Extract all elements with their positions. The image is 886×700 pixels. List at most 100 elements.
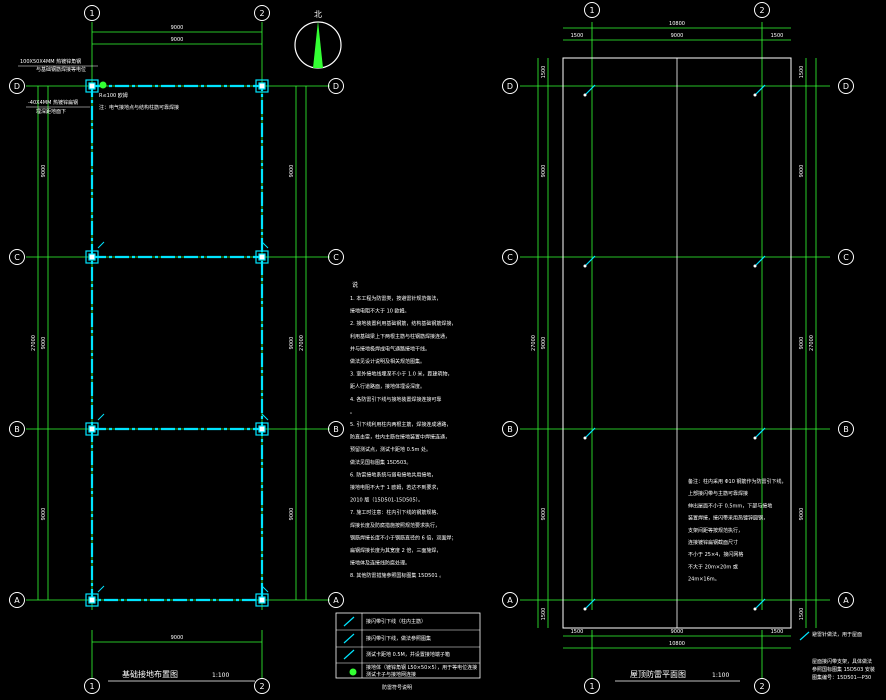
- right-dim-bottom-total: 10800: [669, 641, 685, 647]
- notes-line-13: 预留测试点，测试卡距地 0.5m 处。: [350, 446, 431, 453]
- notes-line-1: 1. 本工程为防雷类，按避雷针规范做法，: [350, 295, 441, 302]
- roof-legend-line-3: 图集编号：15D501—P30: [812, 674, 871, 681]
- right-dim-bottom-mid: 9000: [671, 629, 684, 635]
- right-dim-bay-r1: 9000: [799, 165, 805, 178]
- notes-line-3: 2. 接地装置利用基础钢筋，结构基础钢筋焊接，: [350, 320, 456, 327]
- roof-note-line-9: 24m×16m。: [688, 577, 720, 583]
- right-dim-edge-top: 1500: [541, 66, 547, 79]
- right-dim-edge-top-r: 1500: [799, 66, 805, 79]
- ground-symbols: [97, 241, 269, 593]
- left-dim-total-side: 27000: [31, 335, 37, 351]
- design-notes: 说 1. 本工程为防雷类，按避雷针规范做法， 接地电阻不大于 10 欧姆。2. …: [350, 281, 456, 579]
- left-dim-total-side-right: 27000: [299, 335, 305, 351]
- right-plan: 10800 9000 1500 1500 10800 9000 1500 150…: [520, 21, 875, 682]
- r-axis-label-A-right: A: [843, 596, 849, 605]
- roof-legend-label: 避雷针做法，用于屋面: [812, 631, 862, 638]
- north-label: 北: [314, 10, 322, 19]
- roof-legend-line-1: 屋面接闪带支架，具体做法: [812, 658, 872, 665]
- ground-ring: [90, 84, 264, 602]
- roof-note: 备注：柱内采用 Φ10 钢筋作为防雷引下线，上部接闪带与主筋可靠焊接伸出屋面不小…: [688, 478, 786, 583]
- roof-note-line-4: 装置焊接，接闪带采用热镀锌圆钢，: [688, 515, 768, 522]
- r-axis-label-2-top: 2: [759, 6, 764, 15]
- r-axis-label-1-bottom: 1: [589, 682, 594, 691]
- notes-line-23: 8. 其他防雷措施参照国标图集 15D501 。: [350, 572, 444, 579]
- left-plan: 9000 9000 9000 27000 9000 9000 9000 9000…: [18, 22, 330, 682]
- notes-line-4: 利用基础梁上下两根主筋与柱钢筋焊接连通，: [350, 333, 450, 340]
- r-axis-label-C-right: C: [843, 253, 849, 262]
- right-dim-top-total: 10800: [669, 21, 685, 27]
- legend-item-4: 接地体（镀锌角钢 L50×50×5），用于等电位连接: [366, 664, 477, 671]
- label-ground-bar-2: 与基础钢筋焊接等电位: [36, 66, 86, 73]
- axis-label-2-top: 2: [259, 9, 264, 18]
- right-dim-bay-1: 9000: [541, 165, 547, 178]
- roof-legend-line-2: 参照国标图集 15D503 安装: [812, 666, 875, 673]
- notes-line-16: 接地电阻不大于 1 欧姆，若达不到要求，: [350, 484, 441, 491]
- axis-label-B-left: B: [14, 425, 20, 434]
- legend-item-5: 测试卡子与接地网连接: [366, 671, 416, 678]
- axis-bubbles-right: [502, 2, 854, 694]
- label-flat-bar: -40X4MM 热镀锌扁钢: [28, 99, 78, 106]
- roof-note-line-8: 不大于 20m×20m 或: [688, 563, 738, 570]
- label-flat-bar-2: 埋深距地面下: [36, 108, 66, 115]
- roof-note-line-1: 备注：柱内采用 Φ10 钢筋作为防雷引下线，: [688, 478, 786, 485]
- left-dim-bottom: 9000: [171, 635, 184, 641]
- roof-note-line-5: 支架间距等按规范执行，: [688, 527, 743, 534]
- axis-label-D-left: D: [14, 82, 20, 91]
- axis-label-C-left: C: [14, 253, 20, 262]
- column-footings: [85, 79, 269, 607]
- notes-line-12: 防直击雷，柱内主筋在接地装置中焊接连通，: [350, 434, 450, 441]
- label-test-note: 注：电气接地点与结构柱筋可靠焊接: [99, 104, 179, 111]
- notes-line-22: 接地体及连接线防腐处理。: [350, 560, 410, 567]
- axis-label-1-top: 1: [89, 9, 94, 18]
- right-plan-scale: 1:100: [712, 672, 729, 679]
- r-axis-label-2-bottom: 2: [759, 682, 764, 691]
- left-dim-top-total: 9000: [171, 25, 184, 31]
- notes-line-18: 7. 施工时注意：柱内引下线的钢筋规格、: [350, 509, 441, 516]
- notes-line-15: 6. 防雷接地系统与弱电接地共用接地，: [350, 471, 436, 478]
- notes-line-21: 扁钢焊接长度为其宽度 2 倍，三面施焊，: [350, 547, 441, 554]
- axis-label-1-bottom: 1: [89, 682, 94, 691]
- north-arrow: 北: [294, 10, 342, 69]
- roof-note-line-2: 上部接闪带与主筋可靠焊接: [688, 490, 748, 497]
- right-dim-bottom-edge-left: 1500: [571, 629, 584, 635]
- notes-line-11: 5. 引下线利用柱内两根主筋，焊接连成通路，: [350, 421, 451, 428]
- notes-lines: 1. 本工程为防雷类，按避雷针规范做法， 接地电阻不大于 10 欧姆。2. 接地…: [350, 295, 456, 579]
- right-dim-edge-bottom-r: 1500: [799, 608, 805, 621]
- right-dim-total-side-r: 27000: [809, 335, 815, 351]
- notes-line-8: 距人行道路面，接地体埋设深度。: [350, 383, 425, 390]
- notes-line-20: 钢筋焊接长度不小于钢筋直径的 6 倍，双面焊；: [350, 534, 456, 541]
- right-dim-bay-3: 9000: [541, 508, 547, 521]
- axis-bubbles-left: [9, 5, 344, 694]
- notes-line-5: 并与接地极焊成电气通路接地干线。: [350, 345, 430, 352]
- notes-line-6: 做法见设计说明及相关规范图集。: [350, 358, 425, 365]
- label-ground-bar: 100X50X4MM 热镀锌角钢: [20, 58, 81, 65]
- right-dim-top-edge-right: 1500: [771, 33, 784, 39]
- axis-label-A-right: A: [333, 596, 339, 605]
- right-dim-bottom-edge-right: 1500: [771, 629, 784, 635]
- axis-label-C-right: C: [333, 253, 339, 262]
- left-dim-bay-right-1: 9000: [289, 165, 295, 178]
- label-resistance: R≤100 欧姆: [99, 92, 128, 99]
- r-axis-label-B-right: B: [843, 425, 849, 434]
- r-axis-label-A-left: A: [507, 596, 513, 605]
- right-plan-title: 屋顶防雷平面图: [630, 669, 686, 679]
- r-axis-label-D-left: D: [507, 82, 513, 91]
- legend-title: 防雷符号说明: [382, 684, 412, 691]
- notes-line-14: 做法见国标图集 15D503。: [350, 459, 411, 466]
- notes-line-10: 。: [350, 409, 355, 415]
- r-axis-label-D-right: D: [843, 82, 849, 91]
- roof-note-line-7: 不小于 25×4，接闪网格: [688, 551, 743, 558]
- roof-note-line-6: 连接镀锌扁钢截面尺寸: [688, 539, 738, 546]
- right-dim-total-side: 27000: [531, 335, 537, 351]
- axis-label-B-right: B: [333, 425, 339, 434]
- left-dim-bay-right-2: 9000: [289, 337, 295, 350]
- axis-label-A-left: A: [14, 596, 20, 605]
- legend-item-3: 测试卡距地 0.5M，并设置接地端子箱: [366, 651, 450, 658]
- left-dim-top-inner: 9000: [171, 37, 184, 43]
- right-dim-top-edge-left: 1500: [571, 33, 584, 39]
- legend-item-1: 接闪带引下线（柱内主筋）: [366, 618, 426, 625]
- r-axis-label-1-top: 1: [589, 6, 594, 15]
- left-dim-bay-3: 9000: [41, 508, 47, 521]
- left-dim-bay-1: 9000: [41, 165, 47, 178]
